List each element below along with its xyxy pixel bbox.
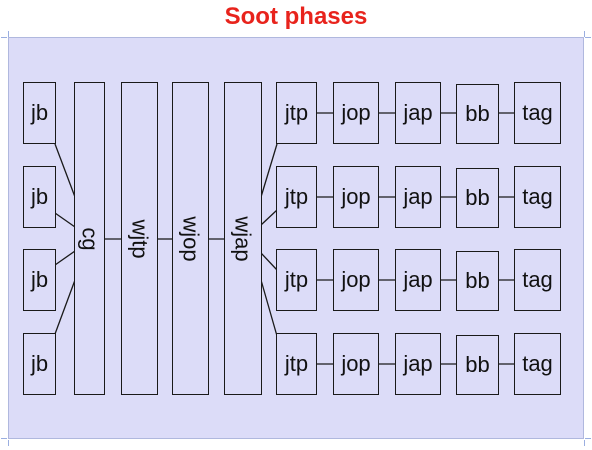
phase-box-wjtp: wjtp	[121, 82, 158, 395]
crop-mark	[585, 37, 591, 38]
phase-box-jb: jb	[23, 249, 56, 311]
phase-box-jop: jop	[333, 249, 379, 311]
phase-label: wjop	[178, 215, 204, 262]
phase-box-jop: jop	[333, 333, 379, 395]
phase-box-jap: jap	[395, 249, 441, 311]
phase-label: wjap	[231, 215, 256, 262]
phase-box-jap: jap	[395, 333, 441, 395]
phase-box-jop: jop	[333, 166, 379, 228]
phase-box-wjop: wjop	[172, 82, 209, 395]
phase-box-tag: tag	[514, 166, 561, 228]
crop-mark	[584, 31, 585, 37]
phase-box-wjap: wjap	[224, 82, 262, 395]
phase-box-jtp: jtp	[276, 166, 317, 228]
phase-box-bb: bb	[456, 168, 499, 228]
crop-mark	[1, 37, 7, 38]
phase-label: wjtp	[127, 218, 153, 259]
phase-box-tag: tag	[514, 82, 561, 144]
phase-box-cg: cg	[74, 82, 105, 395]
crop-mark	[1, 438, 7, 439]
phase-box-jap: jap	[395, 166, 441, 228]
crop-mark	[585, 438, 591, 439]
phase-box-jtp: jtp	[276, 82, 317, 144]
phase-box-tag: tag	[514, 333, 561, 395]
phase-box-jop: jop	[333, 82, 379, 144]
phase-box-jtp: jtp	[276, 333, 317, 395]
phase-box-jb: jb	[23, 82, 56, 144]
phase-box-jb: jb	[23, 166, 56, 228]
crop-mark	[8, 31, 9, 37]
phase-box-jap: jap	[395, 82, 441, 144]
phase-box-jb: jb	[23, 333, 56, 395]
phase-box-bb: bb	[456, 335, 499, 395]
diagram-title: Soot phases	[224, 3, 368, 30]
phase-label: cg	[77, 226, 103, 251]
crop-mark	[8, 440, 9, 446]
crop-mark	[584, 440, 585, 446]
phase-box-bb: bb	[456, 251, 499, 311]
phase-box-tag: tag	[514, 249, 561, 311]
phase-box-bb: bb	[456, 84, 499, 144]
phase-box-jtp: jtp	[276, 249, 317, 311]
